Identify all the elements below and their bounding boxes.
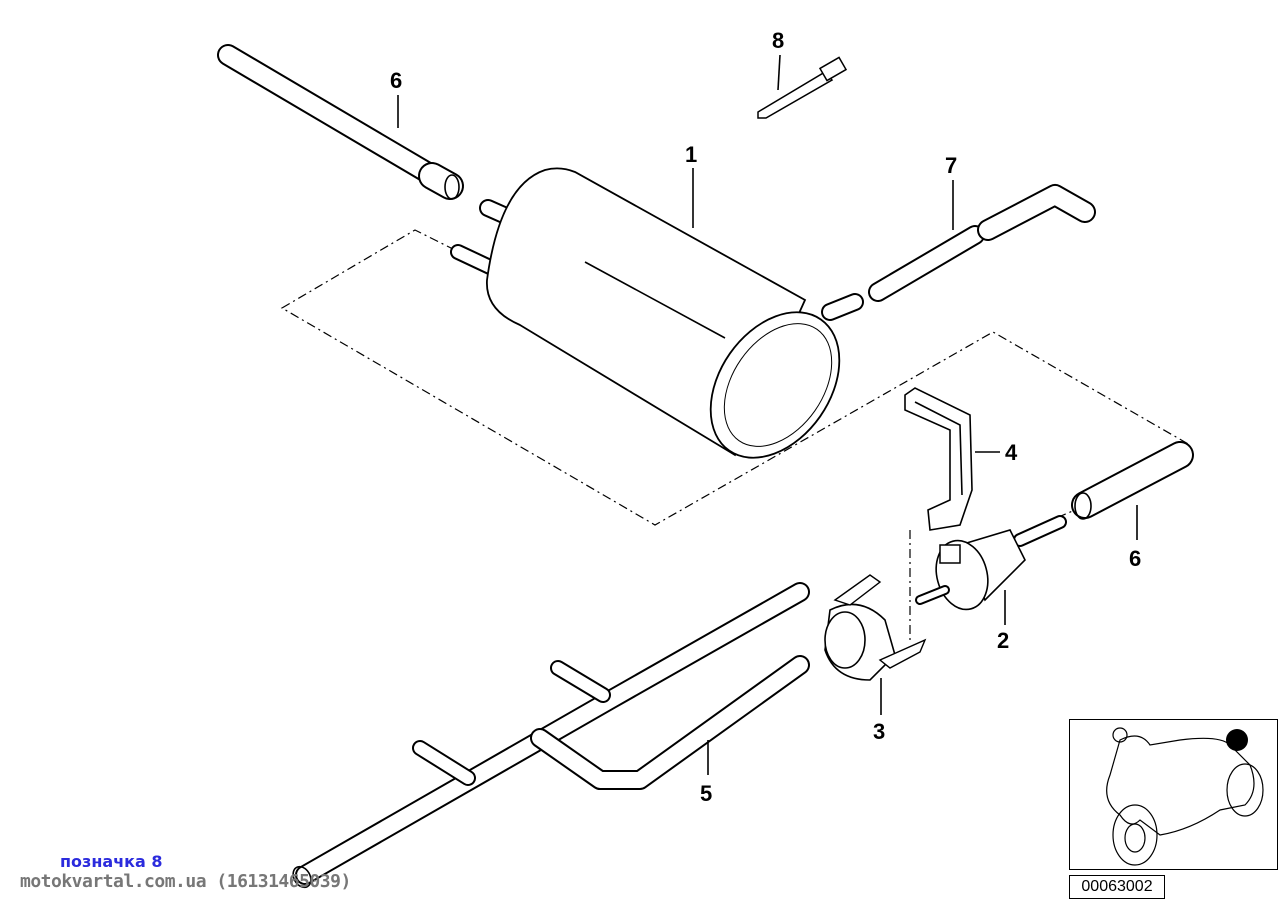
part-4-bracket: [904, 387, 973, 531]
part-3-clamp: [824, 574, 927, 681]
watermark-site: motokvartal.com.ua (16131465039): [20, 871, 351, 892]
watermark-label: позначка 8: [60, 852, 163, 871]
callout-labels: 6 8 1 7 4 6 2 3 5: [390, 28, 1141, 806]
callout-6-right: 6: [1129, 546, 1141, 571]
location-marker: [1226, 729, 1248, 751]
part-6-hose-top: [217, 44, 464, 200]
callout-6-top: 6: [390, 68, 402, 93]
part-8-cable-tie: [757, 56, 848, 119]
part-1-fuel-filter-canister: [450, 167, 864, 459]
diagram-number: 00063002: [1069, 875, 1165, 899]
part-5-hose-assembly: [292, 582, 810, 889]
callout-1: 1: [685, 142, 697, 167]
part-7-hose: [868, 184, 1096, 302]
motorcycle-outline-icon: [1106, 727, 1264, 866]
leader-lines: [397, 54, 1138, 775]
part-2-fuel-pump: [915, 515, 1067, 611]
callout-5: 5: [700, 781, 712, 806]
callout-7: 7: [945, 153, 957, 178]
callout-2: 2: [997, 628, 1009, 653]
callout-8: 8: [772, 28, 784, 53]
part-6-hose-right: [1071, 441, 1194, 520]
callout-4: 4: [1005, 440, 1018, 465]
motorcycle-locator-thumbnail: [1069, 719, 1278, 870]
callout-3: 3: [873, 719, 885, 744]
